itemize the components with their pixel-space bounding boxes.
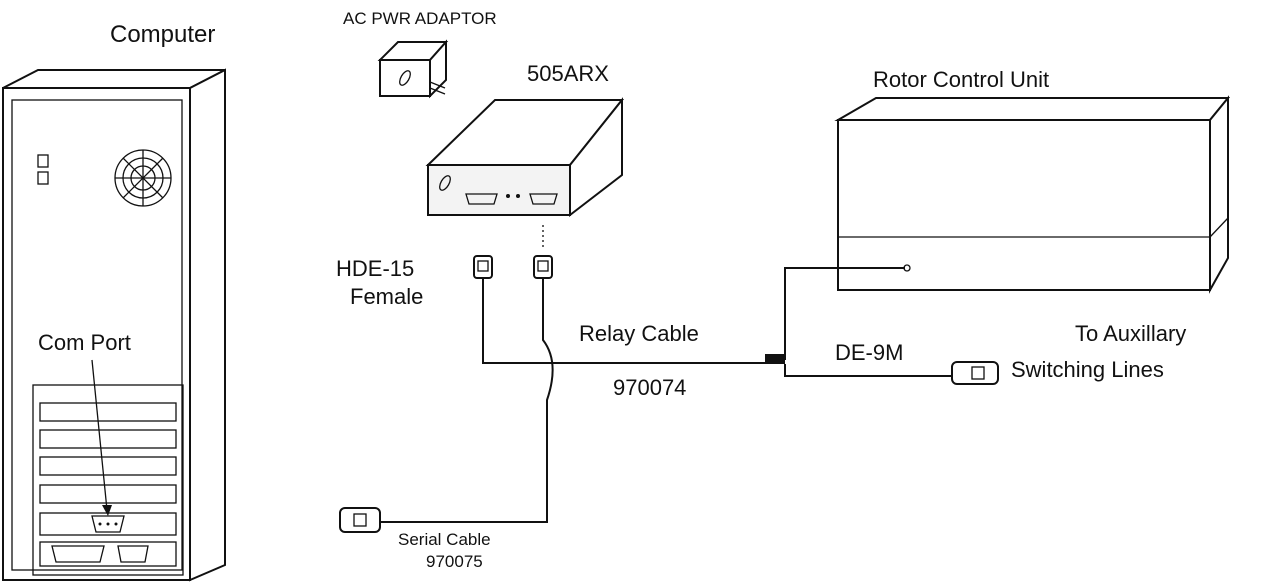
serial-cable-label: Serial Cable bbox=[398, 530, 491, 549]
ac-adaptor-icon bbox=[377, 39, 449, 99]
interface-box-505arx-icon bbox=[425, 97, 625, 218]
fan-icon bbox=[114, 149, 172, 207]
relay-cable-label: Relay Cable bbox=[579, 321, 699, 346]
de9m-connector-icon bbox=[951, 361, 999, 385]
aux-label-line2: Switching Lines bbox=[1011, 357, 1164, 382]
serial-cable-line bbox=[380, 278, 554, 523]
relay-cable-junction-icon bbox=[765, 354, 785, 364]
serial-db9-connector-icon bbox=[339, 507, 381, 533]
device-end-connector-icon bbox=[533, 255, 553, 279]
aux-label-line1: To Auxillary bbox=[1075, 321, 1186, 346]
serial-cable-part-number: 970075 bbox=[426, 552, 483, 571]
hde15-connector-icon bbox=[473, 255, 493, 279]
computer-label: Computer bbox=[110, 21, 215, 48]
rotor-label: Rotor Control Unit bbox=[873, 67, 1049, 92]
hde15-label-line2: Female bbox=[350, 284, 423, 309]
ac-adaptor-label: AC PWR ADAPTOR bbox=[343, 9, 497, 28]
relay-cable-part-number: 970074 bbox=[613, 375, 686, 400]
device-label: 505ARX bbox=[527, 61, 609, 86]
de9m-label: DE-9M bbox=[835, 340, 903, 365]
computer-tower-icon bbox=[2, 68, 226, 582]
com-port-label: Com Port bbox=[38, 330, 131, 355]
relay-cable-line bbox=[482, 264, 952, 377]
rotor-control-unit-icon bbox=[834, 95, 1231, 294]
com-port-connector-icon bbox=[91, 515, 125, 533]
hde15-label-line1: HDE-15 bbox=[336, 256, 414, 281]
